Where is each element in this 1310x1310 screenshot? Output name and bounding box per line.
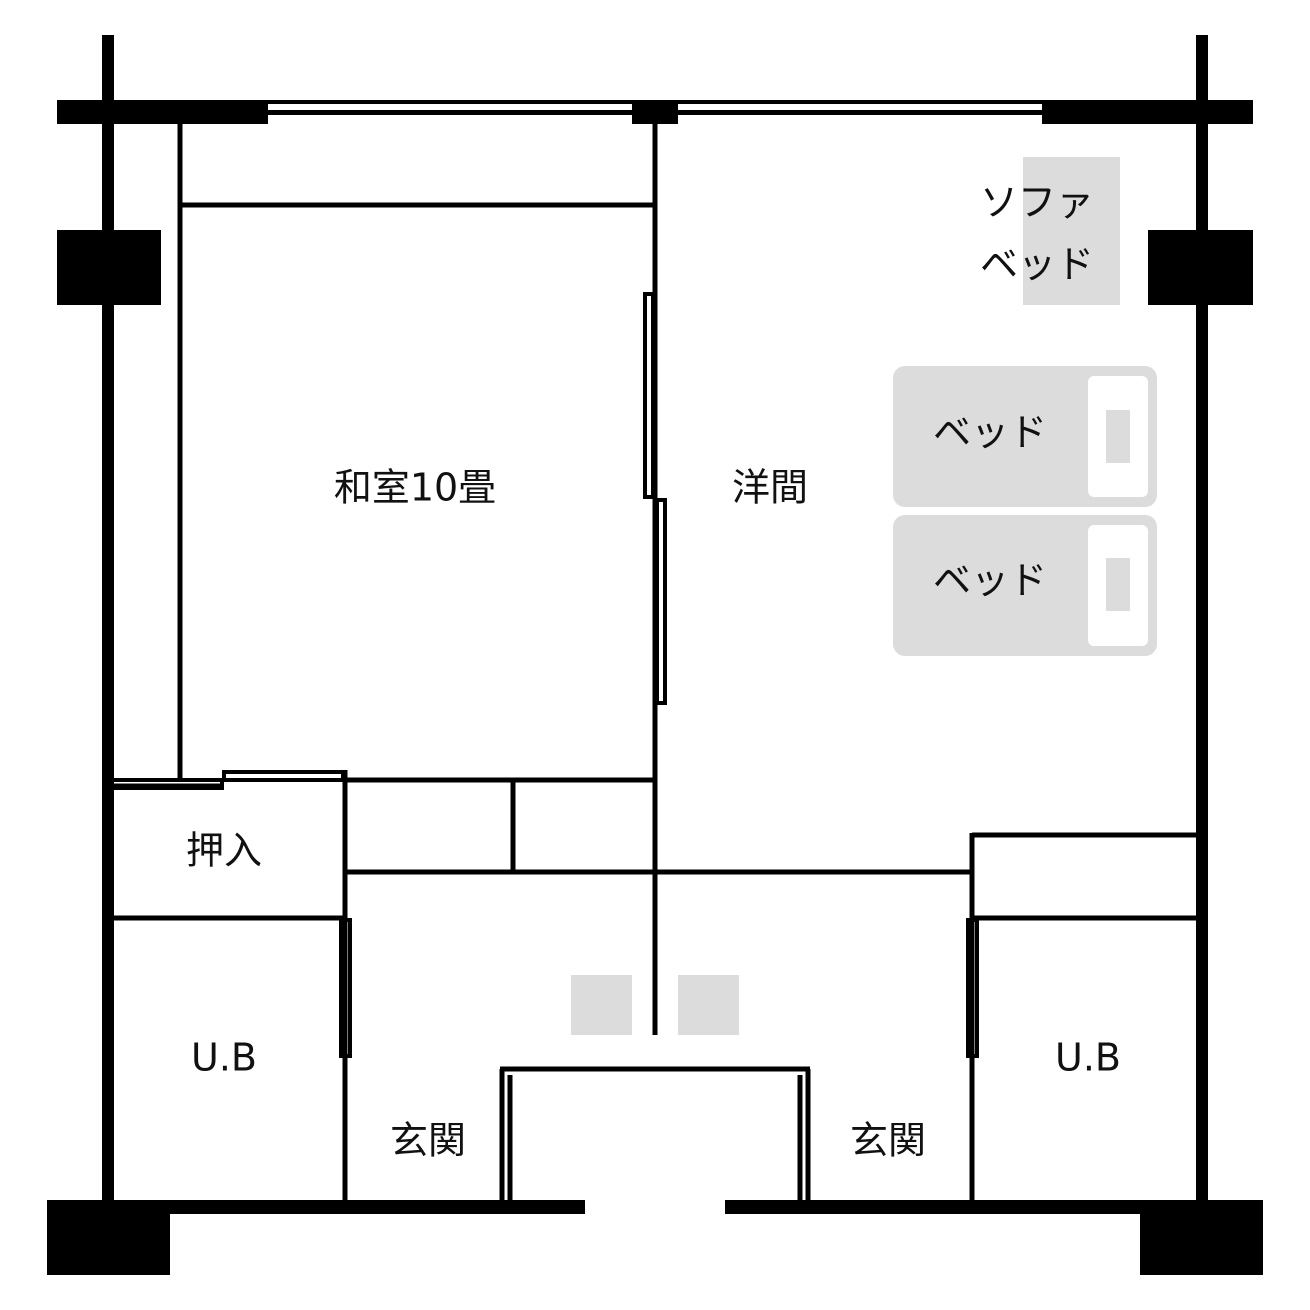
shoe-box-left (571, 975, 632, 1035)
room-label-ub-left: U.B (191, 1036, 257, 1080)
windows (268, 100, 1042, 115)
shoe-box-right (678, 975, 739, 1035)
room-label-genkan-left: 玄関 (390, 1119, 466, 1163)
sofa-bed-label-1: ソファ (980, 181, 1094, 225)
room-label-genkan-right: 玄関 (850, 1119, 926, 1163)
pillow-icon (1106, 410, 1130, 463)
column-right (1148, 230, 1253, 305)
sofa-bed (1023, 157, 1120, 305)
room-label-yoma: 洋間 (732, 466, 808, 510)
sofa-bed-label-2: ベッド (980, 243, 1094, 287)
bed-1 (893, 366, 1157, 507)
bed-2 (893, 515, 1157, 656)
interior-walls (112, 122, 1197, 1200)
structural-walls (47, 35, 1263, 1275)
bed-label-1: ベッド (933, 411, 1047, 455)
room-label-washitsu: 和室10畳 (334, 466, 496, 510)
room-label-oshiire: 押入 (186, 829, 262, 873)
bed-label-2: ベッド (933, 559, 1047, 603)
room-label-ub-right: U.B (1055, 1036, 1121, 1080)
column-left (57, 230, 161, 305)
sliding-doors (110, 292, 979, 1058)
pillow-icon (1106, 558, 1130, 611)
